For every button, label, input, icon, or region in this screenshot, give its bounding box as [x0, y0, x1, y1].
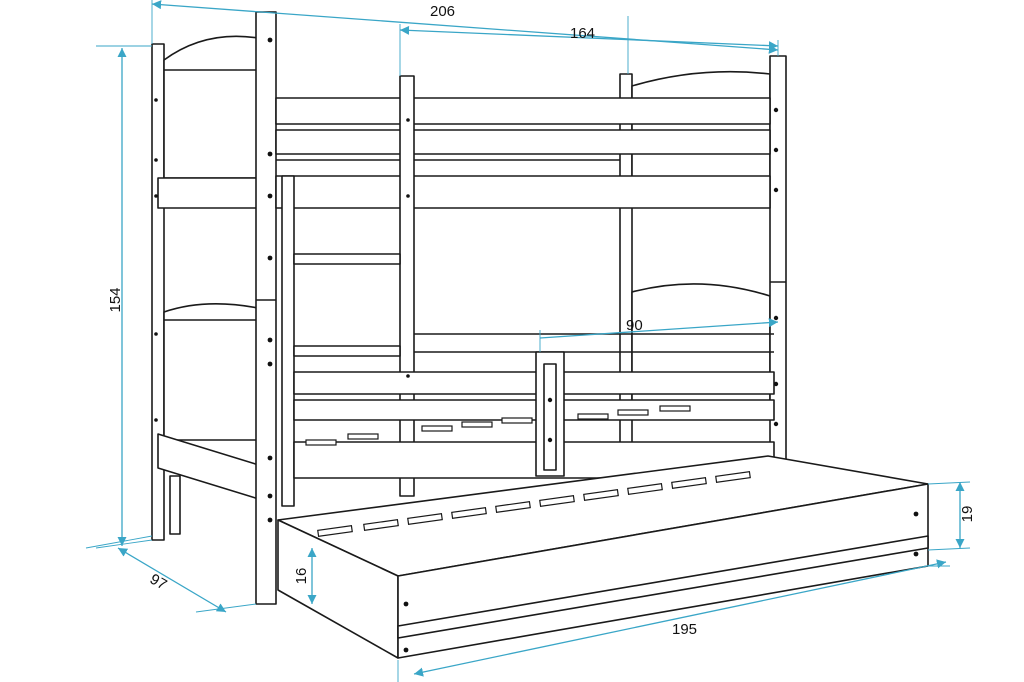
left-rear-leg: [169, 475, 181, 535]
right-upper-headboard: [631, 70, 771, 183]
ladder-rung-1: [293, 253, 401, 265]
upper-side-rail: [275, 175, 771, 209]
lower-bunk-slats: [305, 405, 691, 446]
upper-top-rail: [275, 97, 771, 125]
ladder-left-rail: [281, 175, 295, 507]
left-upper-crossbeam: [157, 177, 263, 209]
left-front-post: [255, 11, 277, 605]
safety-rail-insert: [543, 363, 557, 471]
ladder-right-rail: [399, 75, 415, 497]
drawer-slats: [317, 470, 751, 538]
label-depth: 97: [147, 571, 170, 594]
label-mattress-width: 90: [626, 317, 643, 334]
bed-frame: [151, 11, 787, 605]
label-total-height: 154: [107, 287, 124, 312]
label-total-length: 206: [430, 3, 455, 20]
lower-top-rail: [293, 371, 775, 395]
left-upper-headboard: [163, 35, 259, 179]
upper-mid-rail: [275, 129, 771, 155]
label-drawer-front-height: 19: [959, 506, 976, 523]
label-drawer-side-height: 16: [293, 568, 310, 585]
label-inner-length: 164: [570, 25, 595, 42]
label-drawer-length: 195: [672, 621, 697, 638]
dimension-lines: [85, 0, 971, 682]
left-lower-headboard: [163, 303, 259, 441]
ladder-rung-2: [293, 345, 401, 357]
lower-mid-rail: [293, 399, 775, 421]
dimension-labels: 206 164 154 97 90 19 16 195: [107, 3, 976, 638]
trundle-drawer: [277, 455, 929, 659]
